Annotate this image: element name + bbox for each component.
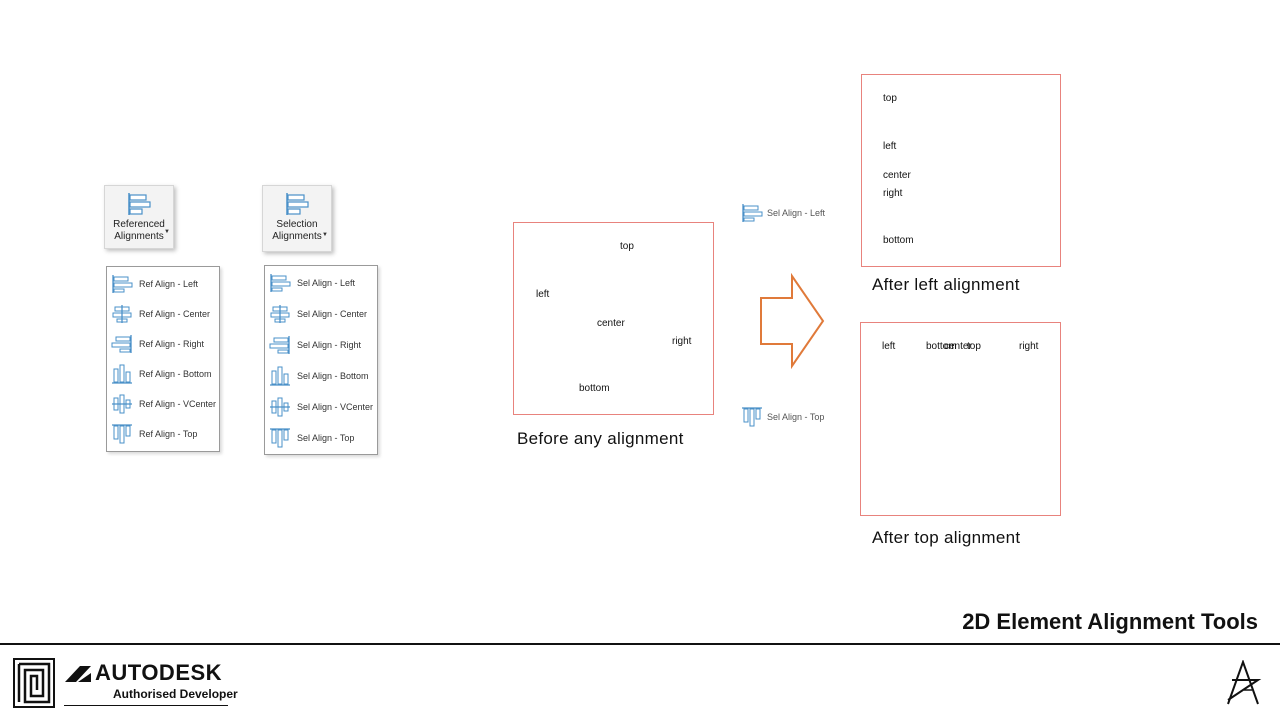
menu-item-sel-align-vcenter[interactable]: Sel Align - VCenter — [265, 392, 377, 422]
text-top: top — [620, 241, 634, 252]
menu-item-sel-align-center[interactable]: Sel Align - Center — [265, 299, 377, 329]
text-right: right — [672, 336, 692, 347]
referenced-label-line2: Alignments — [114, 231, 164, 242]
text-left: left — [883, 141, 897, 152]
align-left-icon — [286, 193, 309, 215]
align-left-icon — [128, 193, 151, 215]
after-top-alignment-box: left bottom center top right — [860, 322, 1061, 516]
align-center-icon — [112, 305, 132, 323]
text-center: center — [597, 318, 625, 329]
menu-item-ref-align-right[interactable]: Ref Align - Right — [107, 329, 219, 359]
referenced-label-line1: Referenced — [113, 219, 165, 230]
menu-item-ref-align-left[interactable]: Ref Align - Left — [107, 269, 219, 299]
text-top: top — [883, 93, 897, 104]
text-bottom: bottom — [926, 341, 957, 352]
menu-item-label: Sel Align - Right — [297, 340, 362, 350]
menu-item-label: Sel Align - VCenter — [297, 402, 374, 412]
align-top-icon — [112, 424, 132, 444]
text-top: top — [967, 341, 981, 352]
menu-item-label: Ref Align - Left — [139, 279, 199, 289]
tool-label-text: Sel Align - Top — [767, 412, 825, 422]
menu-item-label: Ref Align - VCenter — [139, 399, 217, 409]
right-arrow-icon — [760, 273, 825, 369]
slide-title: 2D Element Alignment Tools — [962, 609, 1258, 634]
text-bottom: bottom — [883, 235, 914, 246]
text-right: right — [1019, 341, 1039, 352]
autodesk-logo-icon — [65, 666, 91, 682]
menu-item-label: Ref Align - Center — [139, 309, 211, 319]
menu-item-sel-align-top[interactable]: Sel Align - Top — [265, 423, 377, 453]
after-left-caption: After left alignment — [872, 275, 1020, 294]
selection-label-line2: Alignments — [272, 231, 322, 242]
before-alignment-box: top left center right bottom — [513, 222, 714, 415]
autodesk-brand-text: AUTODESK — [95, 660, 223, 685]
tool-sel-align-left: Sel Align - Left — [741, 203, 825, 223]
dropdown-caret-icon: ▼ — [322, 232, 328, 238]
text-center: center — [944, 341, 972, 352]
after-top-caption: After top alignment — [872, 528, 1021, 547]
menu-item-sel-align-bottom[interactable]: Sel Align - Bottom — [265, 361, 377, 391]
align-right-icon — [269, 336, 290, 354]
align-right-icon — [111, 335, 132, 353]
selection-label-line1: Selection — [276, 219, 318, 230]
align-left-icon — [112, 275, 133, 293]
align-left-icon — [742, 204, 763, 222]
before-caption: Before any alignment — [517, 429, 684, 448]
align-bottom-icon — [112, 364, 132, 384]
menu-item-label: Ref Align - Top — [139, 429, 198, 439]
brand-underline — [64, 705, 228, 706]
menu-item-ref-align-top[interactable]: Ref Align - Top — [107, 419, 219, 449]
menu-item-ref-align-bottom[interactable]: Ref Align - Bottom — [107, 359, 219, 389]
monogram-logo-icon — [1227, 660, 1262, 705]
text-right: right — [883, 188, 903, 199]
menu-item-label: Sel Align - Left — [297, 278, 356, 288]
align-bottom-icon — [270, 366, 290, 386]
text-bottom: bottom — [579, 383, 610, 394]
tool-label-text: Sel Align - Left — [767, 208, 826, 218]
referenced-alignments-menu: Ref Align - Left Ref Align - Center Ref … — [106, 266, 220, 452]
company-logo-icon — [13, 658, 55, 708]
menu-item-ref-align-center[interactable]: Ref Align - Center — [107, 299, 219, 329]
menu-item-label: Sel Align - Center — [297, 309, 368, 319]
text-left: left — [536, 289, 550, 300]
selection-alignments-menu: Sel Align - Left Sel Align - Center Sel … — [264, 265, 378, 455]
dropdown-caret-icon: ▼ — [164, 229, 170, 235]
text-center: center — [883, 170, 911, 181]
align-top-icon — [742, 407, 762, 427]
align-top-icon — [270, 428, 290, 448]
referenced-alignments-button[interactable]: Referenced Alignments ▼ — [104, 185, 174, 249]
selection-alignments-button[interactable]: Selection Alignments ▼ — [262, 185, 332, 252]
align-left-icon — [270, 274, 291, 292]
align-vcenter-icon — [112, 394, 132, 414]
menu-item-label: Sel Align - Bottom — [297, 371, 369, 381]
menu-item-ref-align-vcenter[interactable]: Ref Align - VCenter — [107, 389, 219, 419]
menu-item-sel-align-right[interactable]: Sel Align - Right — [265, 330, 377, 360]
tool-sel-align-top: Sel Align - Top — [741, 407, 824, 427]
menu-item-label: Ref Align - Bottom — [139, 369, 212, 379]
align-vcenter-icon — [270, 397, 290, 417]
authorised-developer-text: Authorised Developer — [113, 687, 238, 701]
align-center-icon — [270, 305, 290, 323]
menu-item-label: Sel Align - Top — [297, 433, 355, 443]
menu-item-label: Ref Align - Right — [139, 339, 205, 349]
menu-item-sel-align-left[interactable]: Sel Align - Left — [265, 268, 377, 298]
text-left: left — [882, 341, 896, 352]
after-left-alignment-box: top left center right bottom — [861, 74, 1061, 267]
footer-divider — [0, 643, 1280, 645]
